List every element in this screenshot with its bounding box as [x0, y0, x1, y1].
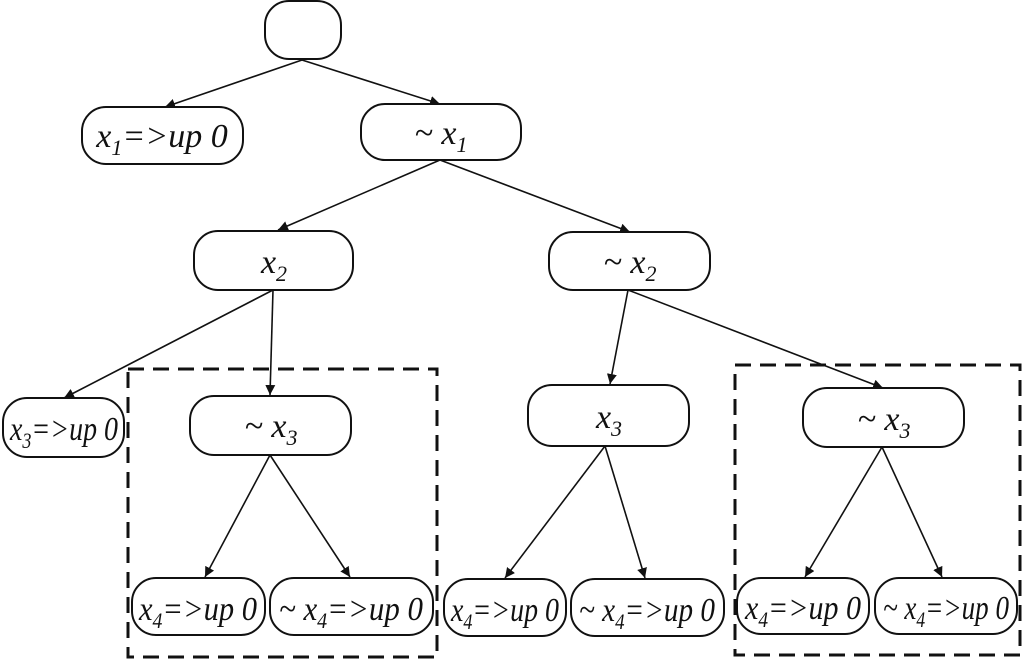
node-box-x3: [527, 384, 690, 447]
edge-x2-x3up0: [63, 289, 274, 399]
node-box-not-x1: [360, 103, 522, 161]
label-x2: x2: [260, 244, 287, 286]
label-leaf-1: x4=>up 0: [138, 591, 257, 633]
node-box-leaf-6: [874, 577, 1018, 635]
node-box-leaf-4: [570, 578, 725, 637]
label-not-x3-right: ~ x3: [858, 401, 911, 443]
label-not-x3-left: ~ x3: [245, 408, 298, 450]
node-box-not-x2: [548, 231, 711, 291]
label-leaf-5: x4=>up 0: [744, 590, 861, 632]
dashed-group-box-right: [733, 363, 1022, 657]
edge-x3-l4: [604, 445, 647, 579]
node-box-not-x3-right: [802, 387, 965, 448]
edge-notx3l-l1: [204, 454, 271, 578]
label-not-x2: ~ x2: [604, 244, 657, 286]
node-box-x2: [193, 230, 354, 291]
node-box-leaf-1: [131, 577, 266, 636]
node-box-x1-up0: [81, 106, 244, 165]
edge-notx2-notx3: [627, 289, 884, 390]
edge-root-notx1: [301, 59, 441, 106]
edge-notx3l-l2: [269, 454, 351, 578]
edge-notx3r-l6: [881, 446, 943, 578]
node-box-not-x3-left: [189, 395, 352, 456]
edge-notx3r-l5: [804, 446, 883, 578]
edge-x3-l3: [504, 445, 606, 579]
edge-notx1-notx2: [439, 159, 631, 234]
dashed-group-box-left: [126, 367, 439, 659]
label-leaf-3: x4=>up 0: [450, 592, 559, 634]
label-leaf-4: ~ x4=>up 0: [579, 592, 715, 634]
label-x1-up0: x1=>up 0: [95, 118, 227, 160]
node-box-leaf-3: [443, 578, 567, 637]
edge-notx2-x3: [606, 289, 629, 385]
edge-x2-notx3: [265, 289, 276, 396]
label-x3: x3: [595, 399, 622, 441]
label-not-x1: ~ x1: [415, 115, 468, 157]
node-box-root: [264, 0, 342, 60]
label-leaf-2: ~ x4=>up 0: [279, 591, 423, 633]
node-box-leaf-2: [269, 577, 434, 636]
node-box-x3-up0: [2, 397, 125, 458]
node-box-leaf-5: [736, 577, 870, 635]
label-x3-up0: x3=>up 0: [9, 411, 118, 453]
edge-notx1-x2: [277, 159, 441, 231]
edge-root-x1: [164, 59, 303, 109]
label-leaf-6: ~ x4=>up 0: [883, 590, 1009, 632]
